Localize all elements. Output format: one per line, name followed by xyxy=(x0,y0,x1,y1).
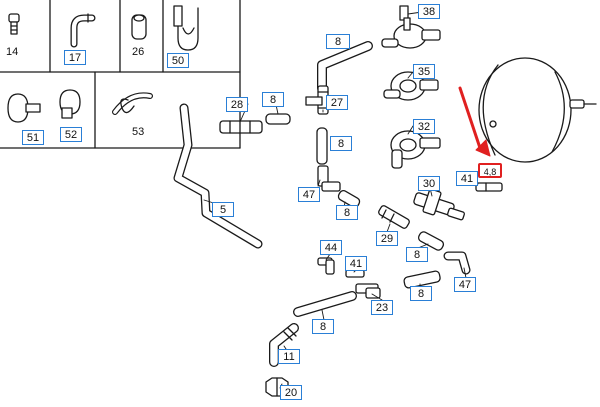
callout-5: 5 xyxy=(212,202,234,217)
fitting-29 xyxy=(378,205,410,229)
callout-51: 51 xyxy=(22,130,44,145)
check-valve-35 xyxy=(383,71,439,101)
connector-28 xyxy=(219,120,263,134)
callout-20: 20 xyxy=(280,385,302,400)
hose-8-vertical xyxy=(316,127,328,165)
callout-47-right: 47 xyxy=(454,277,476,292)
callout-selected-part: 4,8 xyxy=(478,163,502,178)
hose-8-right xyxy=(417,231,445,251)
callout-41-bottom: 41 xyxy=(345,256,367,271)
callout-23: 23 xyxy=(371,300,393,315)
callout-29: 29 xyxy=(376,231,398,246)
brake-booster xyxy=(478,57,597,163)
callout-14: 14 xyxy=(6,46,19,58)
tee-27 xyxy=(305,85,329,115)
parts-grid xyxy=(0,0,241,149)
callout-50: 50 xyxy=(167,53,189,68)
tee-23 xyxy=(355,283,381,299)
check-valve-38 xyxy=(381,5,441,49)
fitting-41a xyxy=(475,182,503,192)
callout-47-left: 47 xyxy=(298,187,320,202)
fitting-44 xyxy=(317,257,335,275)
hose-8-top xyxy=(317,41,373,93)
connector-30 xyxy=(413,188,465,221)
callout-41-top: 41 xyxy=(456,171,478,186)
part-17-elbow xyxy=(70,13,96,48)
part-50-clip xyxy=(173,5,199,51)
red-arrow-icon xyxy=(458,86,491,157)
callout-8-bottom: 8 xyxy=(312,319,334,334)
callout-38: 38 xyxy=(418,4,440,19)
callout-8-lower: 8 xyxy=(410,286,432,301)
callout-53: 53 xyxy=(132,126,145,138)
part-14-fitting xyxy=(8,13,20,35)
callout-11: 11 xyxy=(278,349,300,364)
callout-8-top: 8 xyxy=(326,34,350,49)
callout-30: 30 xyxy=(418,176,440,191)
hose-8-lower xyxy=(403,270,441,289)
part-5-hose xyxy=(173,103,263,249)
hose-8-short xyxy=(265,113,291,125)
callout-35: 35 xyxy=(413,64,435,79)
part-52-clamp xyxy=(59,89,81,119)
callout-17: 17 xyxy=(64,50,86,65)
hose-8-bottom xyxy=(293,291,357,317)
part-26-sleeve xyxy=(131,14,147,40)
callout-8-right: 8 xyxy=(406,247,428,262)
callout-8-short: 8 xyxy=(262,92,284,107)
callout-52: 52 xyxy=(60,127,82,142)
elbow-47a xyxy=(317,165,341,192)
elbow-11 xyxy=(269,323,299,367)
callout-32: 32 xyxy=(413,119,435,134)
part-53-tie xyxy=(112,92,153,115)
callout-27: 27 xyxy=(326,95,348,110)
callout-44: 44 xyxy=(320,240,342,255)
callout-8-mid: 8 xyxy=(336,205,358,220)
callout-8-vertical: 8 xyxy=(330,136,352,151)
callout-28: 28 xyxy=(226,97,248,112)
callout-26: 26 xyxy=(132,46,145,58)
elbow-47b xyxy=(443,251,471,275)
hose-8-mid xyxy=(337,189,361,209)
check-valve-32 xyxy=(390,130,441,169)
part-51-clamp xyxy=(7,93,41,123)
